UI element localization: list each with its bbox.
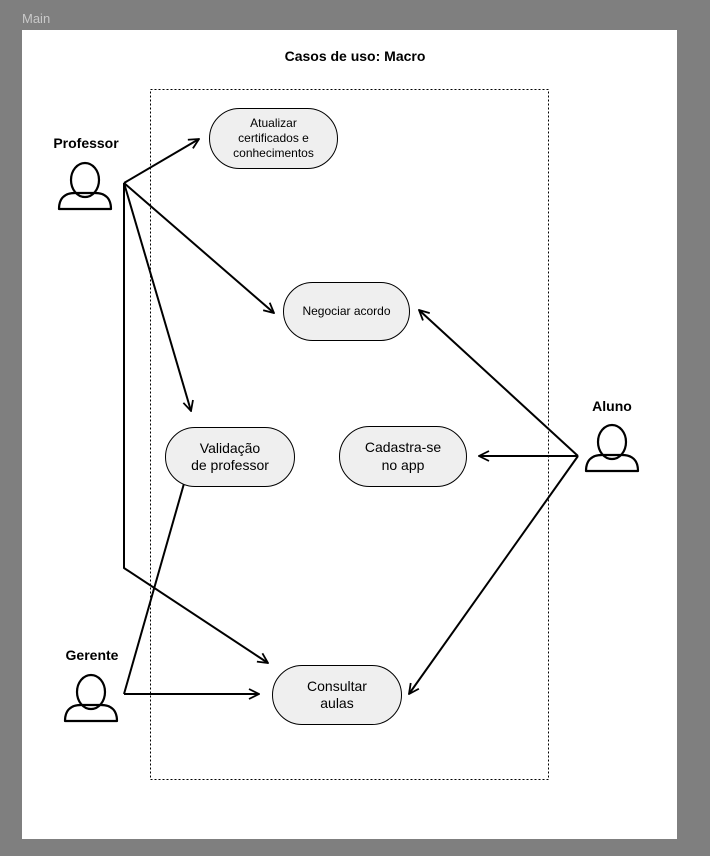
actor-label-aluno: Aluno [592,398,632,414]
association-gerente-validacao [123,473,187,695]
usecase-atualizar: Atualizar certificados e conhecimentos [209,108,338,169]
association-professor-negociar [123,182,274,313]
association-aluno-consultar [409,455,579,694]
association-professor-validacao [123,182,191,411]
usecase-label-atualizar: Atualizar certificados e conhecimentos [233,116,314,160]
gerente-actor-icon [63,673,119,723]
frame-label: Main [22,11,51,26]
association-aluno-negociar [419,310,579,457]
actor-label-professor: Professor [53,135,119,151]
usecase-validacao: Validação de professor [165,427,295,487]
usecase-label-negociar: Negociar acordo [302,304,391,318]
usecase-negociar: Negociar acordo [283,282,410,341]
association-professor-consultar [123,183,268,663]
professor-actor-icon [57,161,113,211]
usecase-cadastra: Cadastra-se no app [339,426,467,487]
usecase-label-consultar: Consultar aulas [307,677,367,712]
usecase-label-validacao: Validação de professor [191,439,269,474]
actor-label-gerente: Gerente [65,647,119,663]
association-professor-atualizar [123,139,199,184]
aluno-actor-icon [584,423,640,473]
usecase-consultar: Consultar aulas [272,665,402,725]
usecase-label-cadastra: Cadastra-se no app [364,439,442,473]
diagram-title: Casos de uso: Macro [284,48,426,64]
